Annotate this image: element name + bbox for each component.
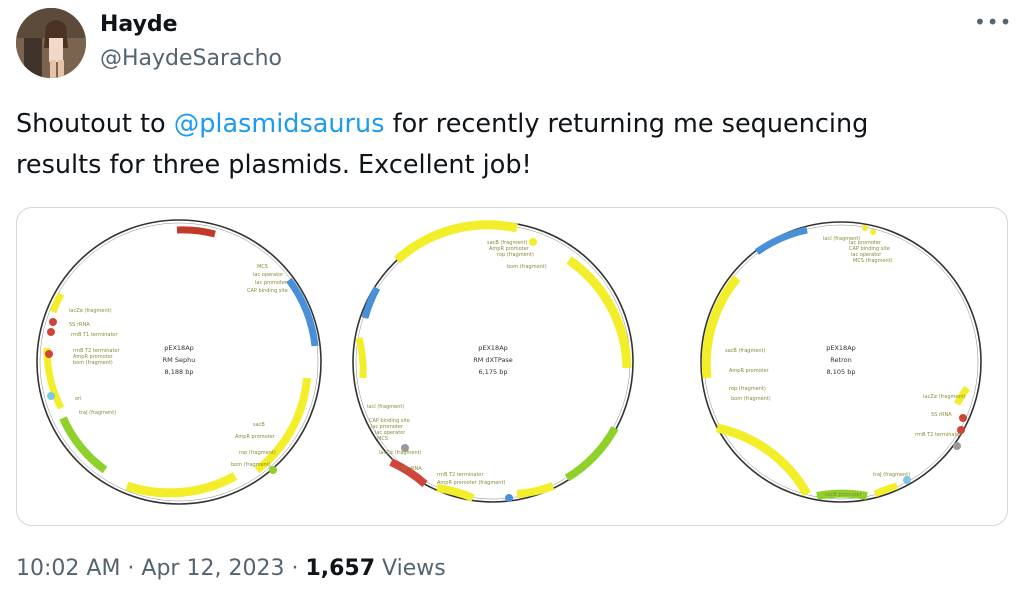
svg-text:bom (fragment): bom (fragment) [73,360,113,366]
svg-text:rrnB T2 terminator: rrnB T2 terminator [437,472,484,478]
svg-text:lacZα (fragment): lacZα (fragment) [69,308,112,314]
svg-text:5S rRNA: 5S rRNA [69,322,90,328]
plasmid-map-2: sacB (fragment)AmpR promoter rop (fragme… [352,220,634,503]
tweet-date[interactable]: Apr 12, 2023 [141,556,285,581]
plasmid-2-insert: RM dXTPase [473,356,513,364]
svg-text:MCS: MCS [377,436,388,442]
svg-text:MCS (fragment): MCS (fragment) [853,258,893,264]
svg-text:traJ (fragment): traJ (fragment) [79,410,116,416]
plasmid-3-name: pEX18Ap [826,344,856,352]
avatar-photo [16,8,86,78]
plasmid-3-insert: Retron [830,356,851,364]
svg-text:5S rRNA: 5S rRNA [931,412,952,418]
tweet-text-line2: results for three plasmids. Excellent jo… [16,150,532,180]
avatar[interactable] [16,8,86,78]
plasmid-1-name: pEX18Ap [164,344,194,352]
tweet-time[interactable]: 10:02 AM [16,556,121,581]
svg-text:AmpR promoter: AmpR promoter [489,246,530,252]
plasmid-3-size: 8,105 bp [827,368,856,376]
svg-text:CAP binding site: CAP binding site [369,418,410,424]
svg-text:rop (fragment): rop (fragment) [497,252,534,258]
svg-text:lacZα (fragment): lacZα (fragment) [923,394,966,400]
svg-text:traJ (fragment): traJ (fragment) [873,472,910,478]
svg-text:ori: ori [75,396,82,402]
svg-text:rrnB T1 terminator: rrnB T1 terminator [71,332,118,338]
meta-separator: · [284,556,306,581]
plasmid-2-size: 6,175 bp [479,368,508,376]
svg-text:lac promoter: lac promoter [255,280,288,286]
svg-text:rop (fragment): rop (fragment) [239,450,276,456]
svg-text:CAP binding site: CAP binding site [247,288,288,294]
svg-text:AmpR promoter: AmpR promoter [73,354,114,360]
svg-text:sacB: sacB [253,422,265,428]
svg-text:AmpR promoter: AmpR promoter [235,434,276,440]
tweet-text-prefix: Shoutout to [16,109,174,139]
svg-text:lac operator: lac operator [851,252,882,258]
svg-text:rop (fragment): rop (fragment) [729,386,766,392]
svg-text:5S rRNA: 5S rRNA [401,466,422,472]
tweet-text-line1-rest: for recently returning me sequencing [384,109,869,139]
mention-link[interactable]: @plasmidsaurus [173,109,385,139]
svg-text:lacI (fragment): lacI (fragment) [823,236,860,242]
svg-text:bom (fragment): bom (fragment) [231,462,271,468]
svg-text:rrnB T2 terminator: rrnB T2 terminator [915,432,962,438]
svg-text:lac promoter: lac promoter [849,240,882,246]
plasmid-map-3: lacI (fragment)lac promoter CAP binding … [700,221,982,503]
views-count: 1,657 [305,556,376,581]
tweet-text: Shoutout to @plasmidsaurus for recently … [16,104,976,186]
tweet-meta: 10:02 AM · Apr 12, 2023 · 1,657 Views [16,556,446,581]
svg-text:lac promoter: lac promoter [371,424,404,430]
svg-text:MCS: MCS [257,264,268,270]
author-name[interactable]: Hayde [100,12,178,37]
svg-text:AmpR promoter (fragment): AmpR promoter (fragment) [437,480,505,486]
svg-text:bom (fragment): bom (fragment) [507,264,547,270]
plasmid-1-size: 8,188 bp [165,368,194,376]
svg-text:bom (fragment): bom (fragment) [731,396,771,402]
svg-text:CAP binding site: CAP binding site [849,246,890,252]
plasmid-1-insert: RM Sephu [163,356,196,364]
views-label: Views [375,556,446,581]
svg-text:lac operator: lac operator [375,430,406,436]
svg-text:lacZα (fragment): lacZα (fragment) [379,450,422,456]
meta-separator: · [120,556,142,581]
svg-text:sacB (fragment): sacB (fragment) [725,348,766,354]
plasmid-2-name: pEX18Ap [478,344,508,352]
author-handle[interactable]: @HaydeSaracho [100,46,283,71]
svg-text:sacB (fragment): sacB (fragment) [487,240,528,246]
svg-text:AmpR promoter: AmpR promoter [729,368,770,374]
svg-text:rrnB T2 terminator: rrnB T2 terminator [73,348,120,354]
more-horizontal-icon[interactable]: ••• [974,10,1013,34]
svg-text:lac operator: lac operator [253,272,284,278]
svg-text:lacI (fragment): lacI (fragment) [367,404,404,410]
svg-text:sacB promoter: sacB promoter [825,492,863,498]
